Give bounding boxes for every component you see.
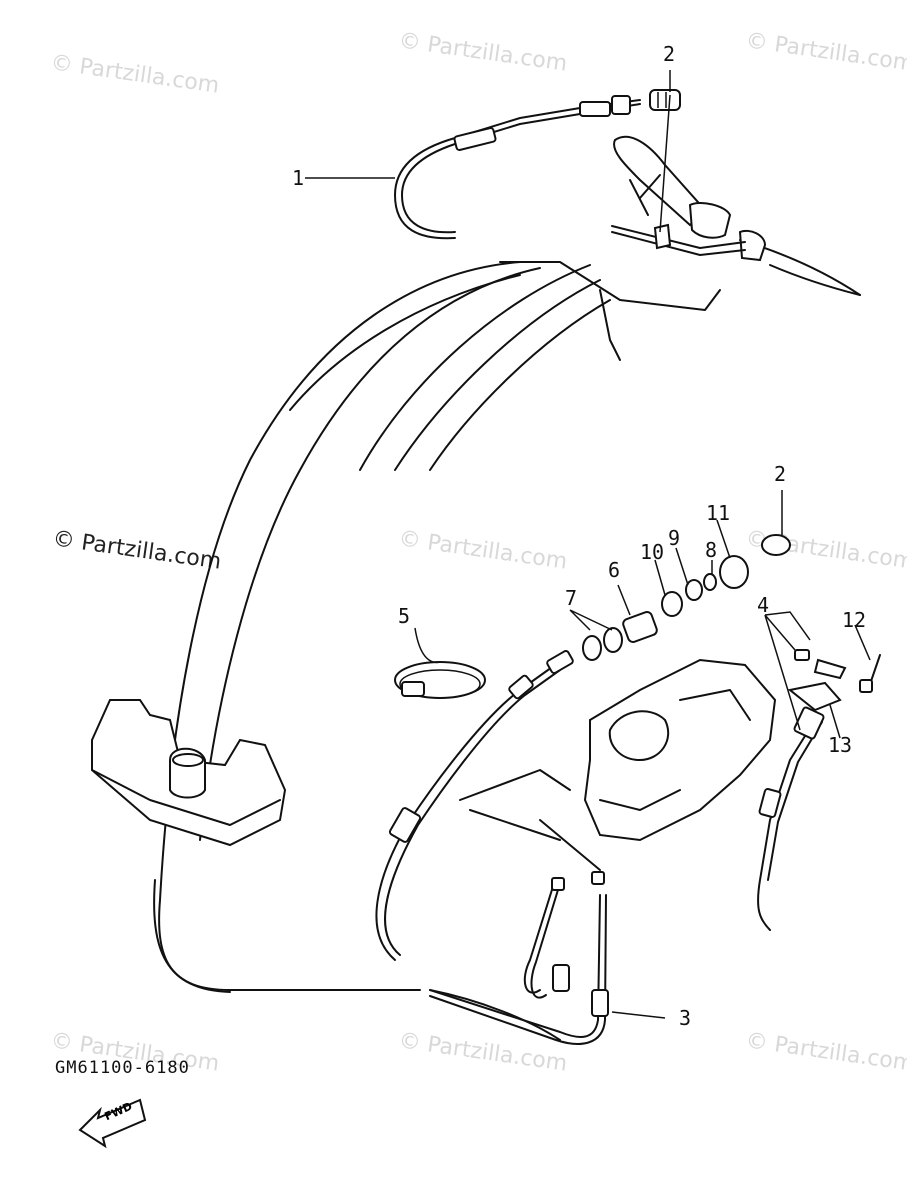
drawing-code: GM61100-6180 xyxy=(55,1058,190,1078)
callout-9: 9 xyxy=(668,526,681,550)
callout-4: 4 xyxy=(757,593,770,617)
speedo-cable xyxy=(375,650,574,961)
fitting-stack xyxy=(582,534,791,661)
callout-13: 13 xyxy=(828,733,853,757)
cable-1 xyxy=(394,95,641,240)
callout-1: 1 xyxy=(292,166,305,190)
callout-5: 5 xyxy=(398,604,411,628)
cable-4-right xyxy=(757,706,825,931)
fwd-arrow-icon xyxy=(78,1098,147,1149)
bracket-parts xyxy=(787,649,881,712)
callout-12: 12 xyxy=(842,608,867,632)
steering-assembly xyxy=(611,135,767,262)
callout-3: 3 xyxy=(679,1006,692,1030)
hull-outline xyxy=(158,239,861,1041)
part-2-nut-top xyxy=(649,89,681,111)
callout-2-mid: 2 xyxy=(774,462,787,486)
callout-6: 6 xyxy=(608,558,621,582)
callout-2-top: 2 xyxy=(663,42,676,66)
leader-lines xyxy=(305,70,871,1019)
callout-7: 7 xyxy=(565,586,578,610)
pump-housing xyxy=(459,658,777,871)
mount-block xyxy=(91,699,287,847)
part-5-clamp xyxy=(394,661,486,699)
callout-11: 11 xyxy=(706,501,731,525)
cable-3 xyxy=(153,871,609,1045)
callout-10: 10 xyxy=(640,540,665,564)
callout-8: 8 xyxy=(705,538,718,562)
